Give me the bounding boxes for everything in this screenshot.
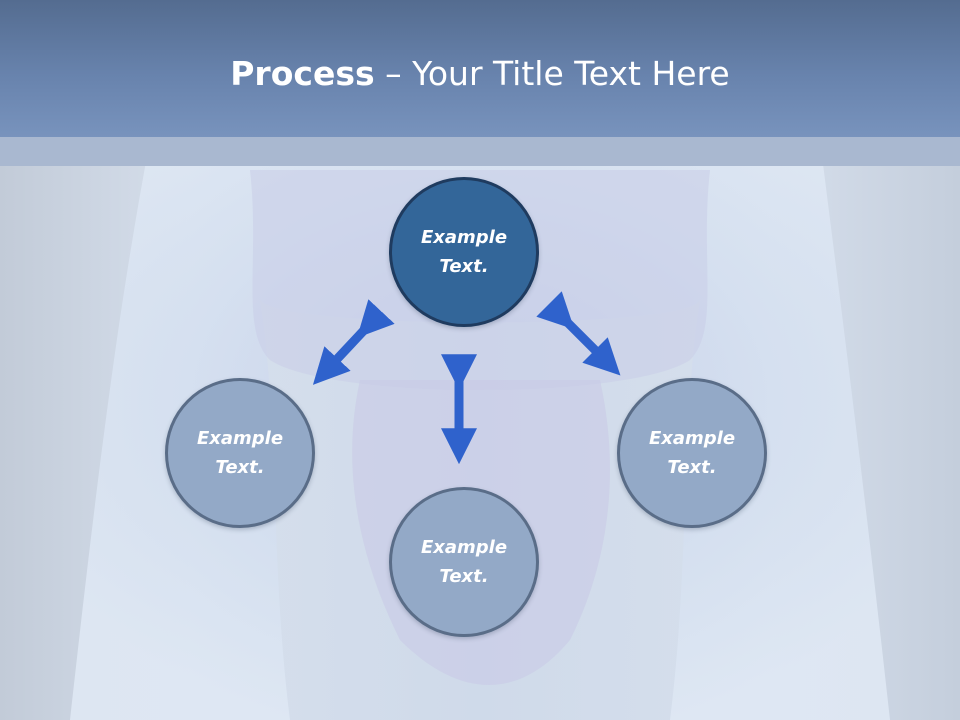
node-right-text: Example Text.	[648, 428, 736, 478]
title-bar: Process – Your Title Text Here	[0, 0, 960, 137]
title-bold: Process	[230, 54, 375, 93]
title-underband	[0, 137, 960, 166]
title-rest: – Your Title Text Here	[374, 54, 730, 93]
slide-title: Process – Your Title Text Here	[0, 50, 960, 98]
arrow-top-right	[536, 291, 621, 376]
node-bottom: Example Text.	[389, 487, 539, 637]
node-bottom-text: Example Text.	[420, 537, 508, 587]
node-left: Example Text.	[165, 378, 315, 528]
node-top: Example Text.	[389, 177, 539, 327]
arrow-top-left	[312, 299, 395, 385]
node-left-text: Example Text.	[196, 428, 284, 478]
node-right: Example Text.	[617, 378, 767, 528]
node-top-text: Example Text.	[420, 227, 508, 277]
